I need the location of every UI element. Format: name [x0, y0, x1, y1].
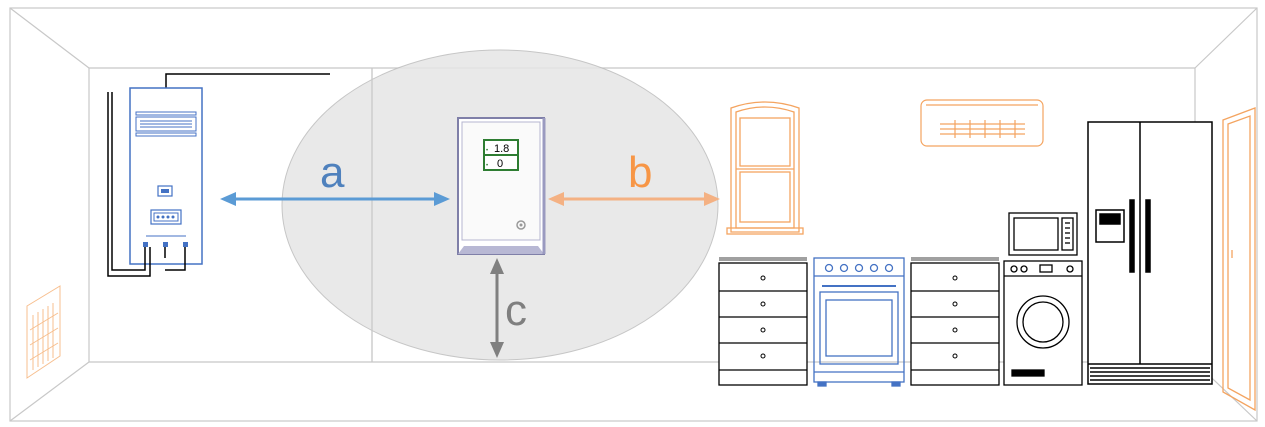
detector-sensor	[516, 220, 526, 230]
distance-arrow-b	[548, 192, 720, 206]
kitchen-cabinet-icon	[718, 257, 808, 386]
window-icon	[726, 101, 804, 235]
label-b: b	[628, 148, 652, 197]
microwave-icon	[1008, 212, 1078, 256]
washing-machine-icon	[1003, 260, 1083, 386]
refrigerator-icon	[1087, 121, 1213, 385]
distance-arrow-a	[220, 192, 450, 206]
gas-detector-icon: • • 1.8 0	[457, 117, 546, 255]
water-heater-icon	[107, 73, 330, 277]
svg-text:•: •	[486, 163, 488, 169]
air-conditioner-icon	[920, 99, 1044, 147]
display-top-value: 1.8	[494, 143, 509, 155]
distance-arrow-c	[490, 258, 504, 358]
svg-text:•: •	[486, 148, 488, 154]
floor-vent-icon	[26, 285, 61, 379]
label-a: a	[320, 148, 345, 197]
kitchen-cabinet-icon	[910, 257, 1000, 386]
gas-stove-oven-icon	[813, 257, 905, 387]
door-icon	[1222, 107, 1256, 412]
display-bottom-value: 0	[497, 158, 503, 170]
label-c: c	[505, 286, 527, 335]
